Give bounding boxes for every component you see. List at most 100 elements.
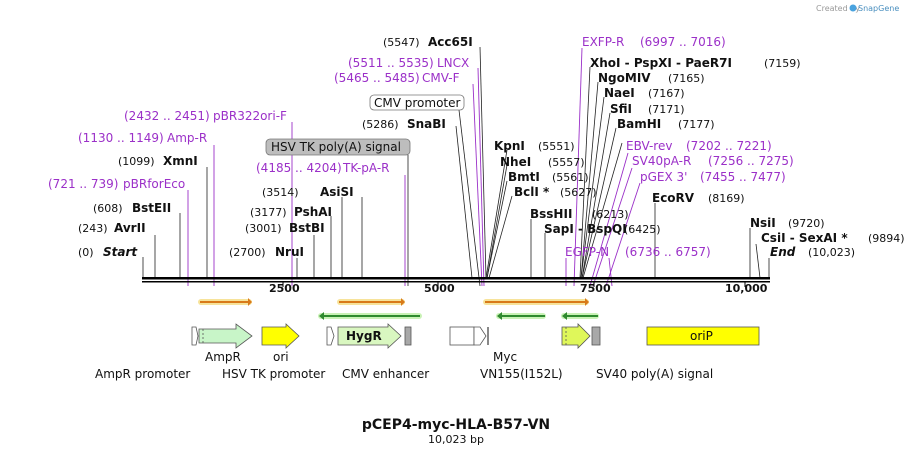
restriction-sites: (0) Start (243) AvrII (608) BstEII (1099…: [78, 35, 905, 259]
site-nhei-pos: (5557): [548, 156, 585, 169]
hsv-tk-promoter-arrow[interactable]: [326, 326, 335, 346]
site-bcli-pos: (5627): [560, 186, 597, 199]
site-snabi-pos: (5286): [362, 118, 399, 131]
site-kpni-pos: (5551): [538, 140, 575, 153]
primer-ebvrev[interactable]: EBV-rev: [626, 139, 672, 153]
cmv-enhancer-label: CMV enhancer: [342, 367, 429, 381]
site-ecorv[interactable]: EcoRV: [652, 191, 695, 205]
credit-text: Created by: [816, 4, 860, 13]
site-bstbi[interactable]: BstBI: [289, 221, 325, 235]
site-bamhi[interactable]: BamHI: [617, 117, 661, 131]
ampr-promoter-label: AmpR promoter: [95, 367, 190, 381]
site-xhoi-pos: (7159): [764, 57, 801, 70]
plasmid-title: pCEP4-myc-HLA-B57-VN: [362, 417, 550, 433]
primer-sv40par[interactable]: SV40pA-R: [632, 154, 691, 168]
primer-exfpr-range: (6997 .. 7016): [640, 35, 726, 49]
site-nhei[interactable]: NheI: [500, 155, 531, 169]
sv40-polya-label: SV40 poly(A) signal: [596, 367, 713, 381]
site-xmni-pos: (1099): [118, 155, 155, 168]
primer-ampr[interactable]: Amp-R: [167, 131, 207, 145]
ampr-label: AmpR: [205, 350, 241, 364]
primer-lncx-range: (5511 .. 5535): [348, 56, 434, 70]
site-pshai[interactable]: PshAI: [294, 205, 332, 219]
axis-tick-2500: 2500: [269, 282, 300, 295]
vn155-label: VN155(I152L): [480, 367, 563, 381]
primer-exfpr[interactable]: EXFP-R: [582, 35, 624, 49]
hsv-tk-polya-block[interactable]: [404, 326, 412, 346]
site-end[interactable]: End: [770, 245, 796, 259]
myc-label: Myc: [493, 350, 517, 364]
cmv-promoter-arrow[interactable]: [473, 326, 487, 346]
site-sapi-bspqi[interactable]: SapI - BspQI: [544, 222, 627, 236]
site-naei-pos: (7167): [648, 87, 685, 100]
primer-pgex3[interactable]: pGEX 3': [640, 170, 687, 184]
site-snabi[interactable]: SnaBI: [407, 117, 446, 131]
site-bcli[interactable]: BclI *: [514, 185, 550, 199]
vn155-arrow[interactable]: [561, 323, 591, 349]
hygr-label: HygR: [346, 329, 382, 343]
axis-tick-7500: 7500: [580, 282, 611, 295]
site-bmti[interactable]: BmtI: [508, 170, 540, 184]
site-sfii[interactable]: SfiI: [610, 102, 632, 116]
primer-ebvrev-range: (7202 .. 7221): [686, 139, 772, 153]
cmv-enhancer-block[interactable]: [449, 326, 475, 346]
site-csii-pos: (9894): [868, 232, 905, 245]
primer-arrows: [198, 298, 599, 320]
orip-label: oriP: [690, 329, 713, 343]
site-nrui[interactable]: NruI: [275, 245, 304, 259]
site-xmni[interactable]: XmnI: [163, 154, 198, 168]
site-start-pos: (0): [78, 246, 94, 259]
site-start[interactable]: Start: [103, 245, 138, 259]
orip-block[interactable]: [646, 326, 760, 346]
site-ecorv-pos: (8169): [708, 192, 745, 205]
boxed-label-leaders: [407, 109, 481, 287]
primer-sv40par-range: (7256 .. 7275): [708, 154, 794, 168]
cmv-promoter-label: CMV promoter: [374, 96, 461, 110]
site-xhoi-pspxi-paer7i[interactable]: XhoI - PspXI - PaeR7I: [590, 56, 732, 70]
site-avrii[interactable]: AvrII: [114, 221, 146, 235]
site-asisi[interactable]: AsiSI: [320, 185, 354, 199]
cmv-promoter-box[interactable]: [369, 94, 465, 111]
site-sapi-bspqi-pos: (6425): [624, 223, 661, 236]
primer-egfpn-range: (6736 .. 6757): [625, 245, 711, 259]
hsv-tk-polya-box[interactable]: [265, 138, 411, 156]
snapgene-logo-icon: [849, 4, 857, 12]
axis-tick-10000: 10,000: [725, 282, 768, 295]
site-asisi-pos: (3514): [262, 186, 299, 199]
ori-arrow[interactable]: [261, 323, 300, 349]
primer-egfpn[interactable]: EGFP-N: [565, 245, 609, 259]
site-nsii[interactable]: NsiI: [750, 216, 776, 230]
feature-track: [191, 323, 760, 349]
primer-lncx[interactable]: LNCX: [437, 56, 469, 70]
site-kpni[interactable]: KpnI: [494, 139, 525, 153]
primer-cmvf[interactable]: CMV-F: [422, 71, 460, 85]
site-naei[interactable]: NaeI: [604, 86, 635, 100]
primer-pbrforeco-range: (721 .. 739): [48, 177, 118, 191]
primer-cmvf-range: (5465 .. 5485): [334, 71, 420, 85]
axis-tick-5000: 5000: [424, 282, 455, 295]
ampr-promoter-arrow[interactable]: [191, 326, 199, 346]
site-end-pos: (10,023): [808, 246, 855, 259]
primer-pbr322ori[interactable]: pBR322ori-F: [213, 109, 287, 123]
primer-pbrforeco[interactable]: pBRforEco: [123, 177, 185, 191]
site-avrii-pos: (243): [78, 222, 108, 235]
plasmid-length: 10,023 bp: [428, 433, 484, 446]
site-bsshii-pos: (6213): [592, 208, 629, 221]
site-acc65i[interactable]: Acc65I: [428, 35, 473, 49]
sequence-backbone: [142, 277, 770, 287]
ampr-arrow[interactable]: [198, 323, 253, 349]
hygr-arrow[interactable]: [337, 323, 402, 349]
site-bsshii[interactable]: BssHII: [530, 207, 572, 221]
site-csii-sexai[interactable]: CsiI - SexAI *: [761, 231, 848, 245]
site-bsteii[interactable]: BstEII: [132, 201, 171, 215]
site-ngomiv[interactable]: NgoMIV: [598, 71, 651, 85]
hsv-tk-promoter-label: HSV TK promoter: [222, 367, 325, 381]
site-acc65i-pos: (5547): [383, 36, 420, 49]
sv40-polya-block[interactable]: [591, 326, 601, 346]
site-bstbi-pos: (3001): [245, 222, 282, 235]
primer-pgex3-range: (7455 .. 7477): [700, 170, 786, 184]
site-sfii-pos: (7171): [648, 103, 685, 116]
myc-block[interactable]: [487, 327, 489, 345]
primer-labels: (721 .. 739) pBRforEco (1130 .. 1149) Am…: [48, 35, 794, 259]
primer-tkpar[interactable]: TK-pA-R: [342, 161, 390, 175]
